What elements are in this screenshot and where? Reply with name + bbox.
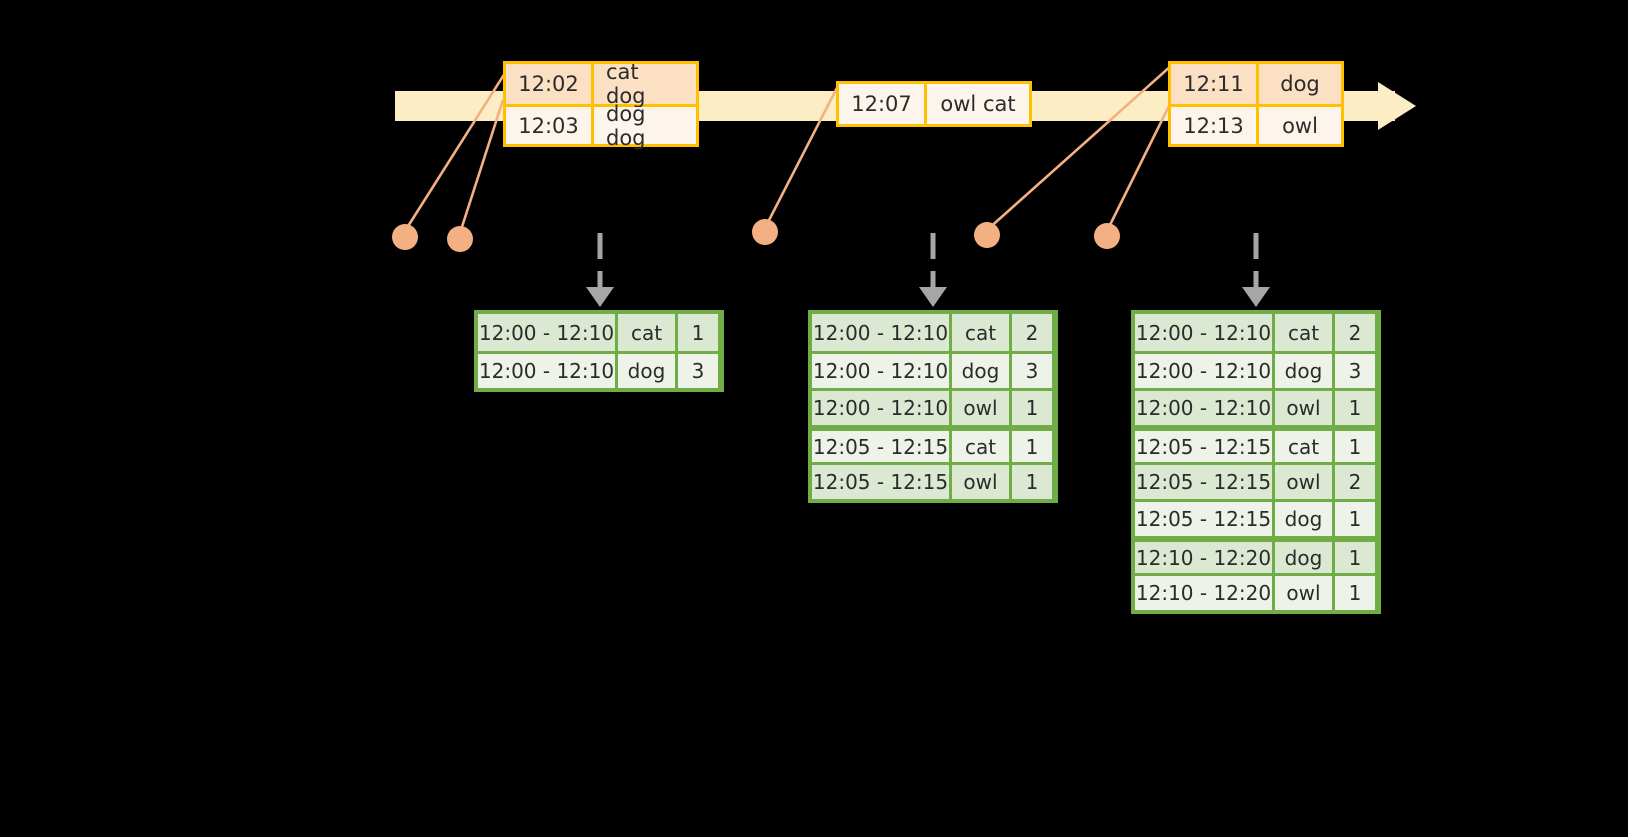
count-cell: 1 xyxy=(1335,431,1375,462)
word-cell: cat xyxy=(1275,431,1335,462)
count-cell: 2 xyxy=(1335,314,1375,351)
word-cell: owl xyxy=(952,391,1012,425)
window-cell: 12:00 - 12:10 xyxy=(812,391,952,425)
word-cell: cat xyxy=(1275,314,1335,351)
event-timestamp: 12:07 xyxy=(839,84,927,124)
window-cell: 12:00 - 12:10 xyxy=(1135,314,1275,351)
count-cell: 2 xyxy=(1012,314,1052,351)
connector-1 xyxy=(403,61,514,232)
window-cell: 12:05 - 12:15 xyxy=(1135,502,1275,536)
down-arrow-1 xyxy=(586,233,614,307)
window-cell: 12:00 - 12:10 xyxy=(1135,354,1275,388)
arrival-dot-3 xyxy=(752,219,778,245)
window-cell: 12:10 - 12:20 xyxy=(1135,576,1275,610)
window-cell: 12:00 - 12:10 xyxy=(478,354,618,388)
event-words: dog dog xyxy=(594,102,696,150)
arrival-dot-2 xyxy=(447,226,473,252)
count-cell: 2 xyxy=(1335,465,1375,499)
event-timestamp: 12:02 xyxy=(506,64,594,104)
word-cell: owl xyxy=(952,465,1012,499)
event-timestamp: 12:11 xyxy=(1171,64,1259,104)
word-cell: cat xyxy=(952,431,1012,462)
event-timestamp: 12:13 xyxy=(1171,107,1259,144)
arrival-dot-1 xyxy=(392,224,418,250)
word-cell: owl xyxy=(1275,465,1335,499)
count-cell: 1 xyxy=(1335,542,1375,573)
word-cell: dog xyxy=(952,354,1012,388)
timeline-arrow-head xyxy=(1378,82,1416,130)
window-cell: 12:05 - 12:15 xyxy=(1135,431,1275,462)
word-cell: owl xyxy=(1275,576,1335,610)
window-cell: 12:05 - 12:15 xyxy=(1135,465,1275,499)
word-cell: cat xyxy=(618,314,678,351)
count-cell: 1 xyxy=(1012,391,1052,425)
word-cell: dog xyxy=(1275,542,1335,573)
window-cell: 12:00 - 12:10 xyxy=(478,314,618,351)
count-cell: 1 xyxy=(1335,502,1375,536)
down-arrow-3 xyxy=(1242,233,1270,307)
down-arrow-2 xyxy=(919,233,947,307)
word-cell: cat xyxy=(952,314,1012,351)
event-words: dog xyxy=(1259,64,1341,104)
count-cell: 3 xyxy=(678,354,718,388)
count-cell: 3 xyxy=(1335,354,1375,388)
count-cell: 3 xyxy=(1012,354,1052,388)
window-cell: 12:10 - 12:20 xyxy=(1135,542,1275,573)
word-cell: dog xyxy=(1275,502,1335,536)
event-timestamp: 12:03 xyxy=(506,107,594,144)
event-words: cat dog xyxy=(594,60,696,108)
window-cell: 12:00 - 12:10 xyxy=(812,314,952,351)
event-words: owl cat xyxy=(927,84,1029,124)
count-cell: 1 xyxy=(678,314,718,351)
arrival-dot-4 xyxy=(974,222,1000,248)
count-cell: 1 xyxy=(1335,576,1375,610)
word-cell: dog xyxy=(618,354,678,388)
event-words: owl xyxy=(1259,107,1341,144)
count-cell: 1 xyxy=(1012,465,1052,499)
count-cell: 1 xyxy=(1012,431,1052,462)
word-cell: dog xyxy=(1275,354,1335,388)
word-cell: owl xyxy=(1275,391,1335,425)
arrival-dot-5 xyxy=(1094,223,1120,249)
count-cell: 1 xyxy=(1335,391,1375,425)
window-cell: 12:05 - 12:15 xyxy=(812,431,952,462)
window-cell: 12:05 - 12:15 xyxy=(812,465,952,499)
window-cell: 12:00 - 12:10 xyxy=(1135,391,1275,425)
window-cell: 12:00 - 12:10 xyxy=(812,354,952,388)
